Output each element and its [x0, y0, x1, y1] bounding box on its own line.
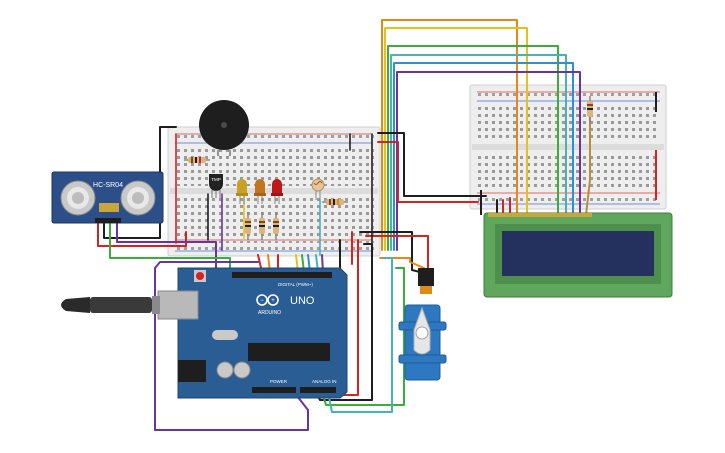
arduino-model-label: UNO	[290, 295, 315, 307]
wire-sensor-green	[109, 221, 231, 271]
ultrasonic-sensor: HC-SR04	[51, 171, 164, 224]
wire-sensor-black	[103, 126, 177, 239]
servo-motor	[398, 268, 447, 381]
wires	[97, 19, 591, 431]
arduino-uno: − + UNO ARDUINO DIGITAL (PWM~) POWER ANA…	[61, 267, 348, 399]
arduino-logo: − +	[256, 294, 279, 306]
svg-text:+: +	[271, 298, 275, 304]
resistor-lcd	[587, 96, 593, 124]
wire-red-bb-link	[377, 141, 479, 203]
wire-servo-red	[365, 235, 429, 271]
wire-green-top	[387, 45, 559, 251]
resistors-vertical	[245, 212, 279, 240]
svg-text:−: −	[260, 298, 264, 304]
digital-header-label: DIGITAL (PWM~)	[278, 282, 313, 287]
wire-sensor-purple	[116, 221, 217, 271]
wire-yellow-top	[384, 27, 528, 251]
wire-blue-top	[393, 62, 574, 251]
analog-header-label: ANALOG IN	[312, 379, 337, 384]
wire-teal-top	[390, 54, 567, 251]
arduino-brand-label: ARDUINO	[258, 310, 281, 316]
wire-orange-top	[381, 19, 518, 251]
power-header-label: POWER	[270, 379, 288, 384]
wire-servo-orange	[379, 257, 425, 269]
temp-sensor-label: TMP	[211, 177, 221, 182]
buzzer	[199, 100, 249, 156]
resistor-top	[184, 157, 210, 163]
wire-purple-loop	[154, 261, 309, 431]
lcd-display	[483, 212, 673, 298]
led-orange	[254, 179, 266, 204]
led-red	[271, 179, 283, 204]
resistor-photo	[322, 199, 348, 205]
photoresistor	[311, 178, 325, 200]
led-yellow	[236, 179, 248, 204]
temp-sensor: TMP	[209, 174, 223, 198]
wire-sensor-red	[97, 221, 187, 247]
sensor-model-label: HC-SR04	[93, 182, 123, 189]
lcd-breadboard	[469, 84, 667, 215]
wire-servo-black	[359, 231, 421, 273]
wire-black-bb-link	[377, 132, 487, 197]
